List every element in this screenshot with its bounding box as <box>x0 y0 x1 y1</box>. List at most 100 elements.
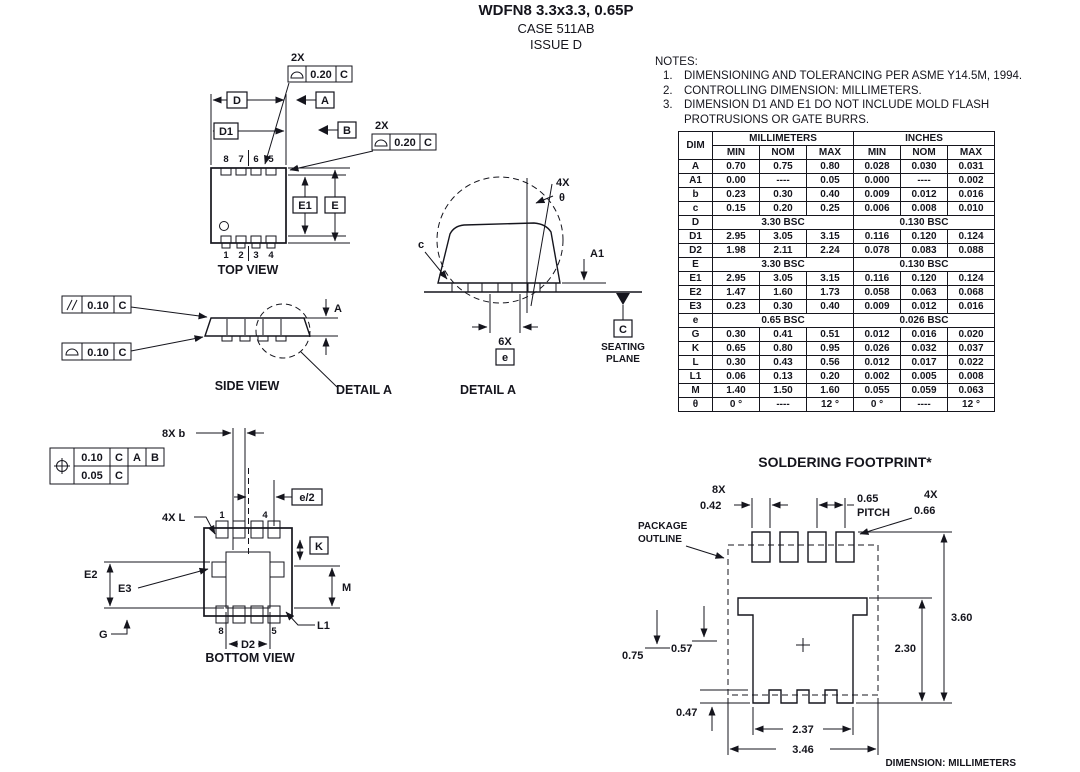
dim-label-d2: D2 <box>241 639 255 651</box>
col-header-max: MAX <box>806 145 854 160</box>
pos-datum-b: B <box>151 452 159 464</box>
note-text: DIMENSIONING AND TOLERANCING PER ASME Y1… <box>684 70 1023 83</box>
l-dim-label: 4X L <box>162 512 186 524</box>
side-view-title: SIDE VIEW <box>215 379 280 393</box>
fcf-par-datum: C <box>119 300 127 312</box>
pad-height-value: 0.66 <box>914 505 935 517</box>
pin-number: 8 <box>223 154 228 165</box>
package-outline-label-1: PACKAGE <box>638 521 688 532</box>
fcf2-qty: 2X <box>375 120 389 132</box>
pos-tol: 0.10 <box>81 452 102 464</box>
side-view-linework <box>130 299 338 388</box>
dim-label-d1: D1 <box>219 126 233 138</box>
pos-datum-c-2: C <box>115 470 123 482</box>
fcf-par-tol: 0.10 <box>87 300 108 312</box>
dim-box-e <box>324 196 346 214</box>
issue-label: ISSUE D <box>529 37 582 52</box>
dim-box-d <box>226 91 248 109</box>
exposed-pad <box>225 551 271 609</box>
datum-label-b: B <box>343 125 351 137</box>
col-header-min: MIN <box>712 145 760 160</box>
bump-height-value: 0.47 <box>676 707 697 719</box>
profile-symbol-icon <box>290 71 304 79</box>
detail-a-view: c 4X θ A1 6X e C SEATING PLANE DETAIL A <box>418 176 645 397</box>
dim-label-e-half: e/2 <box>299 492 314 504</box>
fcf1-frame <box>287 65 353 83</box>
fcf2-datum: C <box>424 137 432 149</box>
pad-span-value: 2.30 <box>895 643 916 655</box>
dim-label-e1: E1 <box>298 200 311 212</box>
fcf-position-frame <box>49 447 165 485</box>
seating-label-1: SEATING <box>601 342 645 353</box>
pin-number: 4 <box>268 250 274 261</box>
dim-label-l1: L1 <box>317 620 330 632</box>
fcf2-frame <box>371 133 437 151</box>
note-number: 3. <box>663 99 673 112</box>
profile-symbol-icon <box>374 139 388 147</box>
dim-label-a1: A1 <box>590 248 604 260</box>
pin-number: 3 <box>253 250 258 261</box>
top-view: D A B D1 E1 E 2X 0.20 C 2X 0.20 C 8 <box>210 52 437 277</box>
note-item: 1. DIMENSIONING AND TOLERANCING PER ASME… <box>663 69 1047 83</box>
dim-box-e1 <box>292 196 318 214</box>
dim-label-e-pitch: e <box>502 352 508 364</box>
top-view-linework <box>210 82 374 261</box>
profile-symbol-icon <box>65 348 79 356</box>
dim-label-e2: E2 <box>84 569 97 581</box>
units-note: DIMENSION: MILLIMETERS <box>885 758 1016 769</box>
pin-number: 4 <box>262 510 268 521</box>
e-qty: 6X <box>498 336 512 348</box>
fcf-profile-frame <box>61 342 132 361</box>
top-view-title: TOP VIEW <box>218 263 279 277</box>
note-text: CONTROLLING DIMENSION: MILLIMETERS. <box>684 84 922 97</box>
offset-value-057: 0.57 <box>671 643 692 655</box>
value-cell: 12 ° <box>947 397 995 412</box>
dim-label-c: c <box>418 239 424 251</box>
pad-width-237: 2.37 <box>792 724 813 736</box>
pos-datum-a: A <box>133 452 141 464</box>
detail-a-callout-circle <box>255 303 311 359</box>
pin-number: 8 <box>218 626 223 637</box>
note-text: DIMENSION D1 AND E1 DO NOT INCLUDE MOLD … <box>684 99 990 126</box>
note-item: 3. DIMENSION D1 AND E1 DO NOT INCLUDE MO… <box>663 98 1047 127</box>
footprint-title: SOLDERING FOOTPRINT* <box>758 454 932 470</box>
dim-label-e: E <box>331 200 338 212</box>
pin-number: 6 <box>253 154 258 165</box>
theta-qty: 4X <box>556 177 570 189</box>
table-subheader-row: MIN NOM MAX MIN NOM MAX <box>679 145 995 160</box>
pad-width-value: 0.42 <box>700 500 721 512</box>
bottom-view-linework <box>104 428 340 649</box>
dim-box-e-pitch <box>495 348 515 366</box>
pos-tol-2: 0.05 <box>81 470 102 482</box>
dim-label-m: M <box>342 582 351 594</box>
pin-number: 5 <box>268 154 274 165</box>
package-outline-dashed <box>727 544 879 696</box>
datum-box-a <box>315 91 335 109</box>
detail-a-ref: DETAIL A <box>336 383 392 397</box>
detail-a-title: DETAIL A <box>460 383 516 397</box>
notes-heading: NOTES: <box>655 56 698 68</box>
bottom-view-title: BOTTOM VIEW <box>205 651 295 665</box>
fcf-prof-datum: C <box>119 347 127 359</box>
dimension-table: DIM MILLIMETERS INCHES MIN NOM MAX MIN N… <box>678 131 995 412</box>
pin1-indicator-icon <box>219 221 229 231</box>
pitch-value: 0.65 <box>857 493 878 505</box>
datum-label-a: A <box>321 95 329 107</box>
fcf-parallelism-frame <box>61 295 132 314</box>
col-header-nom: NOM <box>759 145 807 160</box>
bottom-view: 8X b 4X L e/2 K M L1 D2 E2 E3 G 1 4 8 5 … <box>49 428 351 665</box>
pos-datum-c: C <box>115 452 123 464</box>
package-outline-label-2: OUTLINE <box>638 534 682 545</box>
dim-label-k: K <box>315 541 323 553</box>
note-number: 1. <box>663 70 673 83</box>
dim-box-e-half <box>291 488 323 506</box>
seating-label-2: PLANE <box>606 354 640 365</box>
